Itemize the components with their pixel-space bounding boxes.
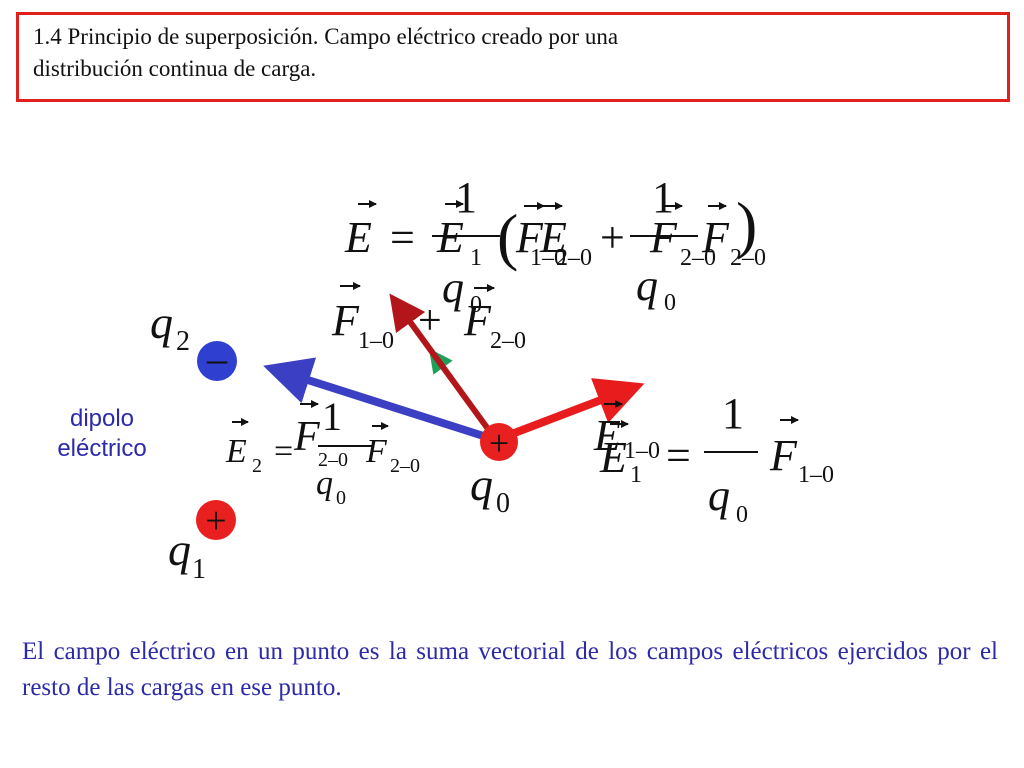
res-F2: F (463, 296, 492, 345)
e1-E-a: E (593, 411, 621, 460)
vector-e2-blue (263, 357, 498, 444)
e2-F-sub: 2–0 (318, 449, 348, 471)
test-charge-icon (480, 423, 518, 461)
e2-q0-sub: 0 (336, 487, 346, 509)
eq-top-F1-sub: 1–0 (530, 245, 566, 271)
q0-label: q (470, 459, 493, 510)
e2-E-sub: 2 (252, 455, 262, 477)
title-line-1: 1.4 Principio de superposición. Campo el… (33, 24, 619, 49)
eq-top-q0-b-sub: 0 (664, 290, 676, 316)
eq-top-F2a-sub: 2–0 (680, 245, 716, 271)
title-line-2: distribución continua de carga. (33, 56, 317, 81)
dipole-label-line-1: dipolo (69, 405, 135, 432)
e1-F-sub: 1–0 (798, 462, 834, 488)
charge-q2: – q 2 (150, 297, 237, 381)
q2-label: q (150, 297, 173, 348)
e1-E-b: E (599, 433, 627, 482)
e1-one: 1 (722, 389, 744, 438)
top-equation: E = E 1 1 ( F E 1–0 2–0 + 1 F F 2–0 2–0 … (344, 173, 766, 318)
e2-F2-sub: 2–0 (390, 455, 420, 477)
eq-top-F2a: F (649, 213, 678, 262)
force-vectors (263, 293, 645, 444)
positive-charge-icon (196, 500, 236, 540)
e1-equals: = (666, 431, 691, 480)
q2-label-sub: 2 (176, 326, 190, 357)
eq-top-E2: E (539, 213, 567, 262)
eq-top-E: E (344, 213, 372, 262)
e2-one: 1 (322, 394, 342, 439)
eq-top-equals: = (390, 213, 415, 262)
e2-q0: q (316, 465, 333, 502)
e2-F2: F (365, 433, 388, 470)
e1-E-sub-a: 1–0 (624, 438, 660, 464)
q0-label-sub: 0 (496, 488, 510, 519)
e2-equation: E 2 = F 1 2–0 F 2–0 q 0 (225, 394, 420, 509)
eq-top-rparen: ) (736, 189, 757, 260)
dipole-label: dipolo eléctrico (36, 404, 168, 464)
eq-top-q0-a: q (442, 263, 464, 312)
vector-resultant-darkred (389, 293, 499, 442)
q1-label: q (168, 524, 191, 575)
eq-top-E1: E (436, 213, 464, 262)
res-F1-sub: 1–0 (358, 328, 394, 354)
eq-top-one-a: 1 (455, 173, 477, 222)
negative-charge-icon (197, 341, 237, 381)
eq-top-one-b: 1 (652, 173, 674, 222)
q2-sign: – (206, 336, 228, 381)
e2-F: F (293, 414, 320, 460)
eq-top-q0-a-sub: 0 (470, 292, 482, 318)
eq-top-q0-b: q (636, 261, 658, 310)
e1-q0-sub: 0 (736, 502, 748, 528)
eq-top-lparen: ( (497, 201, 518, 272)
e2-equals: = (274, 433, 293, 470)
vector-e1-red (494, 378, 645, 444)
explanation-text: El campo eléctrico en un punto es la sum… (22, 638, 998, 701)
e1-F: F (769, 431, 798, 480)
eq-top-F1: F (515, 213, 544, 262)
title-box: 1.4 Principio de superposición. Campo el… (16, 12, 1010, 102)
q1-sign: + (205, 500, 226, 542)
charge-q0: + q 0 (470, 423, 518, 519)
e1-q0: q (708, 471, 730, 520)
eq-top-F2b-sub: 2–0 (730, 245, 766, 271)
eq-top-E2-sub: 2–0 (556, 245, 592, 271)
charge-q1: + q 1 (168, 500, 236, 585)
e1-equation: E E 1–0 1 = 1 q 0 F 1–0 (593, 389, 834, 528)
q0-sign: + (489, 423, 509, 463)
q1-label-sub: 1 (192, 554, 206, 585)
eq-top-plus: + (600, 213, 625, 262)
dipole-label-line-2: eléctrico (57, 435, 147, 462)
eq-top-E1-sub: 1 (470, 245, 482, 271)
e2-E: E (225, 433, 247, 470)
res-F2-sub: 2–0 (490, 328, 526, 354)
eq-top-F2b: F (701, 213, 730, 262)
e1-E-sub-b: 1 (630, 462, 642, 488)
res-F1: F (331, 296, 360, 345)
